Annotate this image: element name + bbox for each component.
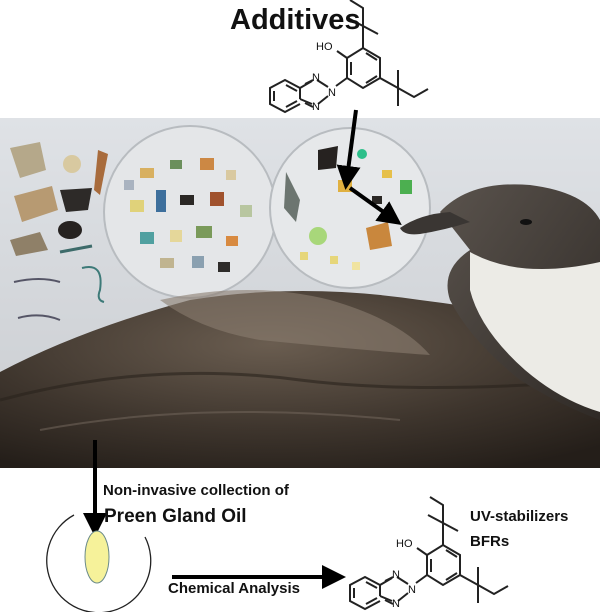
nitrogen-label-bottom-2: N: [408, 584, 416, 596]
title-additives: Additives: [230, 4, 361, 36]
collection-label: Non-invasive collection of: [103, 482, 289, 499]
uv-stabilizers-label: UV-stabilizers: [470, 508, 569, 525]
nitrogen-label-top-2: N: [328, 87, 336, 99]
hydroxyl-label-bottom: HO: [396, 538, 413, 550]
seabird: [0, 184, 600, 468]
chemical-analysis-label: Chemical Analysis: [168, 580, 301, 597]
preen-gland-oil-label: Preen Gland Oil: [104, 506, 247, 527]
arrow-plastic-to-bird: [348, 186, 402, 225]
arrow-additive-to-plastic: [336, 109, 361, 190]
preen-oil-droplet: [84, 530, 110, 584]
petri-dish-left: [103, 125, 277, 299]
nitrogen-label-bottom-1: N: [392, 569, 400, 581]
nitrogen-label-top-1: N: [312, 72, 320, 84]
plastic-and-bird-photo: [0, 118, 600, 468]
hydroxyl-label-top: HO: [316, 41, 333, 53]
petri-dish-right: [269, 127, 431, 289]
preen-gland-outline: [46, 514, 152, 612]
nitrogen-label-bottom-3: N: [392, 598, 400, 610]
nitrogen-label-top-3: N: [312, 101, 320, 113]
bfrs-label: BFRs: [470, 533, 510, 550]
plastic-fragments-loose: [10, 142, 108, 321]
